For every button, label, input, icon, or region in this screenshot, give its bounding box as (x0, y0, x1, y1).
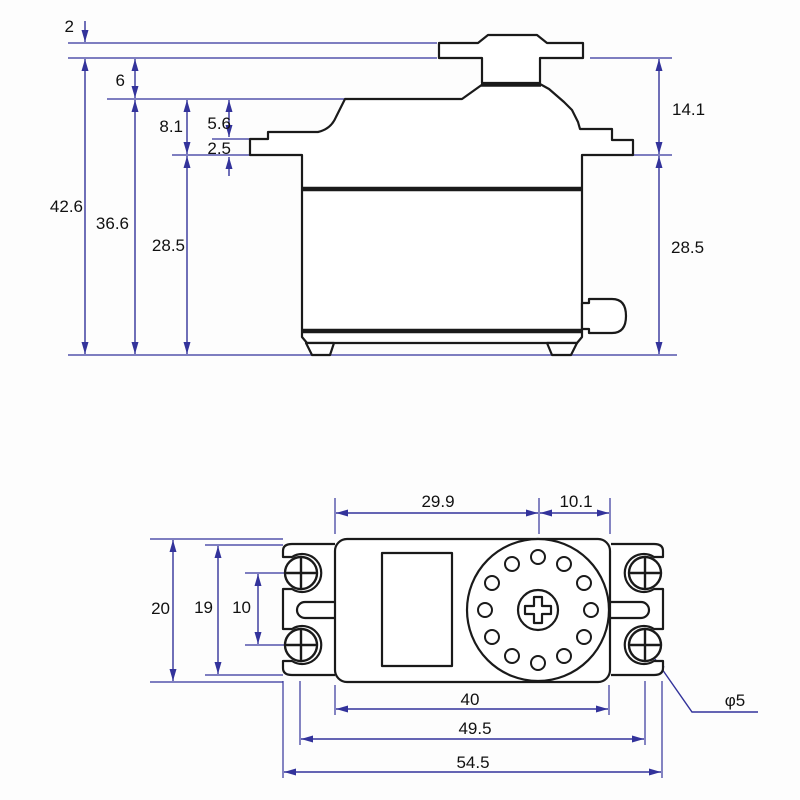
mounting-tab-right (611, 542, 665, 677)
dim-label-8-1: 8.1 (159, 117, 183, 136)
dim-label-20: 20 (151, 599, 170, 618)
label-area-rect (380, 551, 454, 668)
leader-line-phi5 (654, 658, 758, 713)
screw-hole (484, 575, 500, 591)
mounting-foot-left (304, 341, 336, 357)
dim-label-36-6: 36.6 (96, 214, 129, 233)
dim-label-10: 10 (232, 598, 251, 617)
screw-hole (504, 556, 520, 572)
top-extension-lines (150, 498, 663, 778)
mounting-hole-cross (629, 557, 661, 589)
screw-hole (583, 602, 599, 618)
mounting-foot-right (545, 341, 579, 357)
screw-hole (484, 629, 500, 645)
screw-hole (477, 602, 493, 618)
side-view: 2 6 8.1 5.6 2.5 42.6 36.6 28.5 14.1 28.5 (50, 17, 705, 357)
dim-label-2: 2 (65, 17, 74, 36)
dim-label-6: 6 (116, 71, 125, 90)
dim-label-28-5-left: 28.5 (152, 236, 185, 255)
dim-label-49-5: 49.5 (458, 719, 491, 738)
screw-hole (504, 648, 520, 664)
top-view: 29.9 10.1 20 19 10 40 49.5 54.5 φ5 (150, 492, 758, 778)
dim-label-28-5-right: 28.5 (671, 238, 704, 257)
dim-label-phi5: φ5 (725, 691, 745, 710)
dim-label-5-6: 5.6 (207, 114, 231, 133)
dim-label-29-9: 29.9 (421, 492, 454, 511)
side-dimension-lines (81, 21, 663, 354)
dim-label-54-5: 54.5 (456, 753, 489, 772)
mounting-hole-cross (285, 557, 317, 589)
dim-label-14-1: 14.1 (672, 100, 705, 119)
dim-label-19: 19 (194, 598, 213, 617)
mounting-slot-right (611, 600, 651, 620)
mounting-tab-left (281, 542, 335, 677)
dim-label-2-5: 2.5 (207, 139, 231, 158)
side-dimension-labels: 2 6 8.1 5.6 2.5 42.6 36.6 28.5 14.1 28.5 (50, 17, 705, 257)
mounting-tab-outline (611, 542, 665, 677)
mounting-hole-cross (285, 629, 317, 661)
servo-body-outline (248, 82, 635, 345)
gear-screw-holes (477, 549, 599, 671)
servo-horn-outline (437, 33, 585, 85)
screw-hole (530, 549, 546, 565)
mounting-slot-left (295, 600, 335, 620)
dim-label-42-6: 42.6 (50, 197, 83, 216)
screw-hole (556, 648, 572, 664)
dim-label-10-1: 10.1 (559, 492, 592, 511)
screw-hole (530, 655, 546, 671)
output-spline-cross (523, 595, 553, 625)
cable-connector (580, 297, 628, 335)
mounting-hole-cross (629, 629, 661, 661)
screw-hole (556, 556, 572, 572)
mounting-tab-outline (281, 542, 335, 677)
dim-label-40: 40 (461, 690, 480, 709)
mounting-slot-right-group (611, 600, 651, 620)
mounting-holes (283, 555, 663, 663)
top-dimension-lines (169, 509, 758, 776)
screw-hole (576, 575, 592, 591)
top-dimension-labels: 29.9 10.1 20 19 10 40 49.5 54.5 φ5 (151, 492, 745, 772)
side-extension-lines (68, 42, 677, 356)
screw-hole (576, 629, 592, 645)
